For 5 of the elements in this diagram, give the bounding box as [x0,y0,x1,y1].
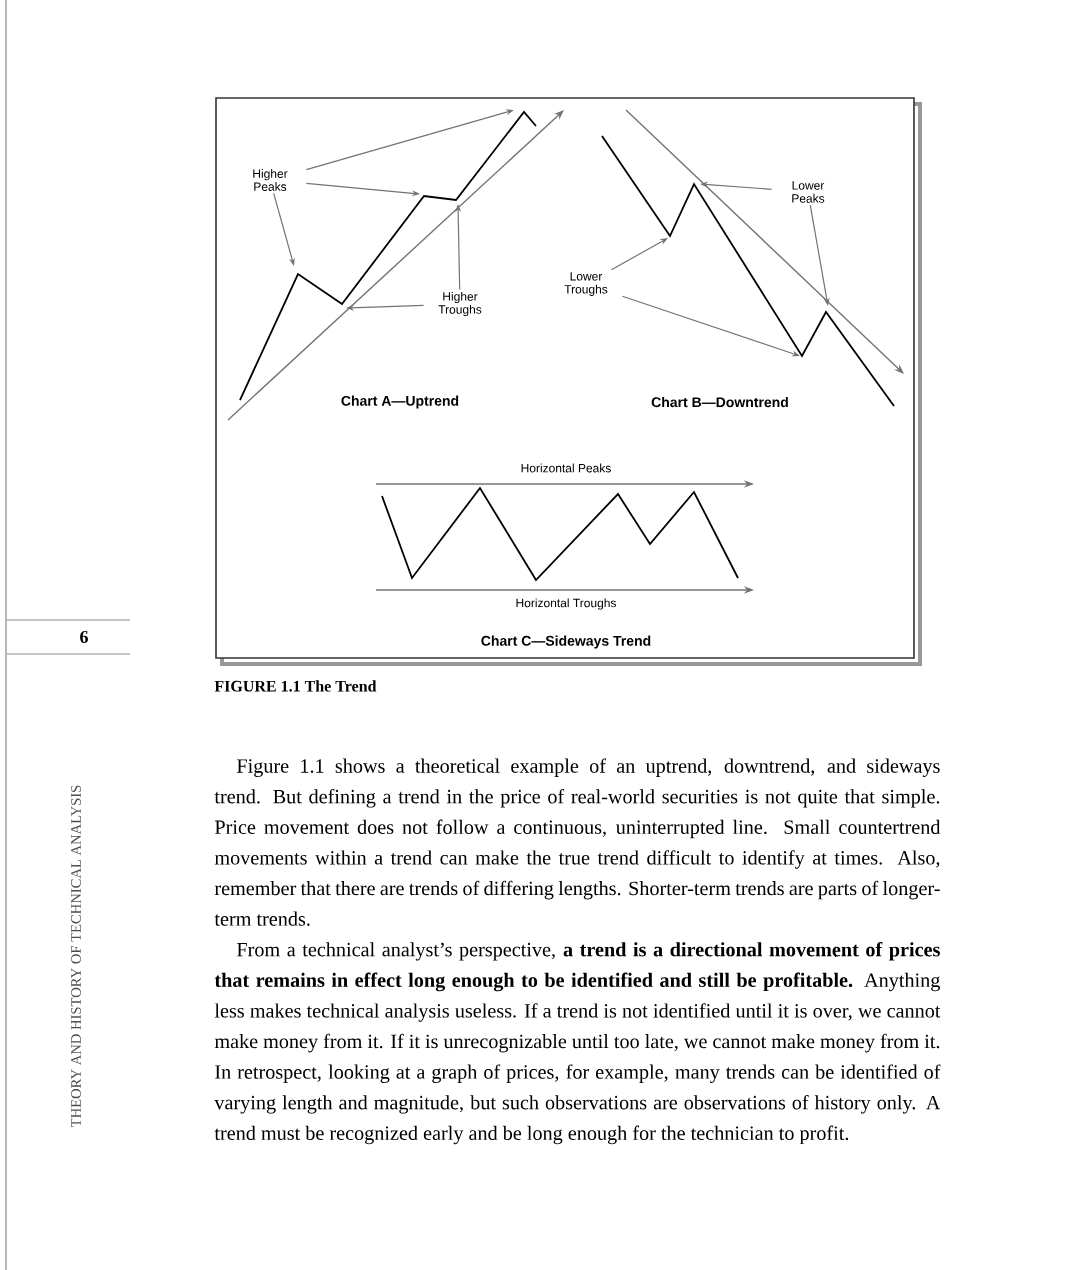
body-paragraph: From a technical analyst’s perspective, a trend is a directional movement of prices that remains in effect long enough to be identified and still be profitable. Anything less makes technical analysis useless. If a trend is not identified until it is over, we cannot make money from it. If it is unrecognizable until too late, we cannot make money from it. In retrospect, looking at a graph of prices, for example, many trends can be identified of varying length and magnitude, but such observations are observations of history only. A trend must be recognized early and be long enough for the technician to profit. [214,942,941,1145]
figure-caption: FIGURE 1.1 The Trend [214,680,377,692]
page-number: 6 [80,630,88,644]
leader-arrow [610,238,668,271]
body-paragraph: Figure 1.1 shows a theoretical example of an uptrend, downtrend, and sideways trend. But defining a trend in the price of real-world securities is not quite that simple. Price movement does not follow a continuous, uninterrupted line. Small countertrend movements within a trend can make the true trend difficult to identify at times. Also, remember that there are trends of differing lengths. Shorter-term trends are parts of longer-term trends. [214,758,941,926]
